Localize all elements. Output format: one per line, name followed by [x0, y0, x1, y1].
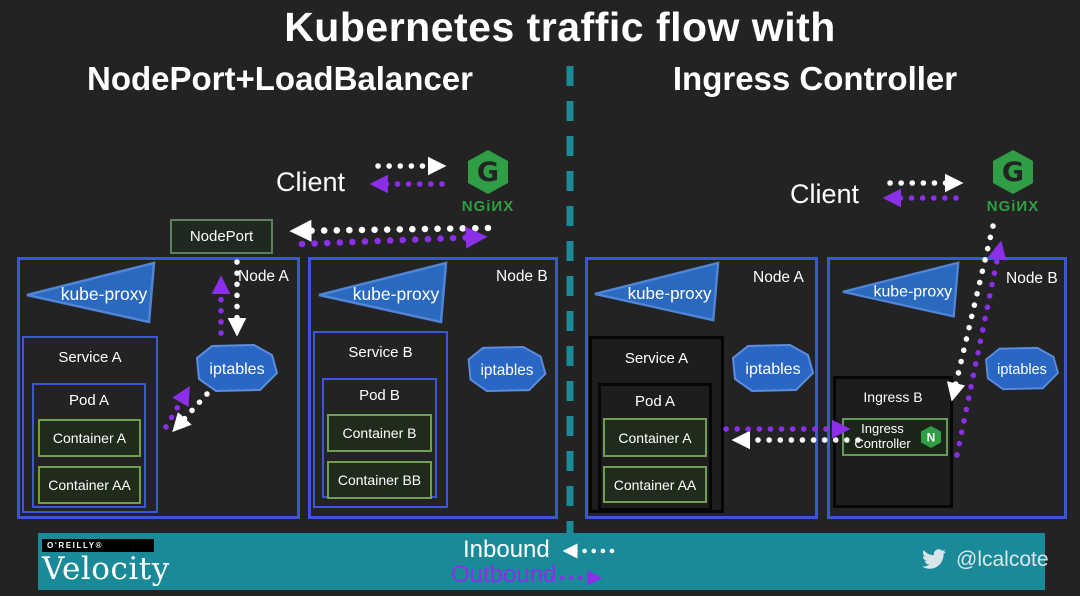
- nodeport-label: NodePort: [189, 228, 254, 245]
- service-label: Service A: [58, 349, 122, 366]
- twitter-bird-shape: [922, 549, 946, 569]
- right-node-a: [585, 257, 818, 519]
- ingress-controller-label: Ingress Controller: [854, 421, 911, 451]
- container-label: Container AA: [48, 477, 131, 493]
- nginx-logo-right: G NGiИX: [977, 149, 1049, 215]
- container-label: Container B: [342, 425, 417, 441]
- right-node-b: [827, 257, 1067, 519]
- pod-label: Pod A: [634, 393, 676, 410]
- iptables-label: iptables: [481, 362, 534, 379]
- left-node-b-label: Node B: [496, 268, 548, 285]
- left-service-b: Service B: [313, 331, 448, 508]
- octagon-shape: [467, 345, 547, 393]
- triangle-shape: [594, 261, 720, 322]
- inbound-legend-label: Inbound: [463, 536, 550, 563]
- hexagon-shape: [993, 150, 1033, 194]
- kube-proxy-triangle-icon: kube-proxy: [318, 261, 448, 324]
- outbound-arrow-nodeport-to-nginx: [298, 226, 488, 249]
- right-node-a-label: Node A: [753, 269, 804, 286]
- kube-proxy-triangle-icon: kube-proxy: [842, 261, 960, 318]
- nginx-n-icon: N: [920, 426, 941, 448]
- right-heading: Ingress Controller: [672, 60, 958, 97]
- client-label-left: Client: [276, 167, 346, 197]
- left-pod-a: Pod A: [32, 383, 146, 508]
- twitter-handle: @lcalcote: [956, 548, 1049, 571]
- iptables-octagon-icon: iptables: [467, 345, 547, 393]
- nginx-n-monogram: N: [926, 431, 935, 445]
- iptables-octagon-icon: iptables: [731, 343, 815, 393]
- iptables-octagon-icon: iptables: [985, 346, 1060, 391]
- footer-bar: O'REILLY® Velocity Inbound Outbound @lca…: [38, 533, 1049, 590]
- hexagon-shape: [468, 150, 508, 194]
- container-bb: Container BB: [327, 461, 432, 499]
- nginx-logo-left: G NGiИX: [452, 149, 524, 215]
- left-node-a: [17, 257, 300, 519]
- left-service-a: Service A: [22, 336, 158, 513]
- service-label: Service B: [348, 344, 413, 361]
- container-a: Container A: [38, 419, 141, 457]
- right-container-a: Container A: [603, 418, 707, 457]
- nginx-monogram: G: [1002, 157, 1024, 188]
- iptables-label: iptables: [997, 362, 1047, 378]
- hexagon-shape: [920, 426, 941, 448]
- kube-proxy-label: kube-proxy: [61, 284, 148, 304]
- service-label: Service A: [624, 350, 689, 367]
- ingress-controller-box: Ingress Controller N: [842, 418, 948, 456]
- outbound-legend-label: Outbound: [451, 561, 557, 588]
- nodeport-box: NodePort: [170, 219, 273, 254]
- nginx-wordmark: NGiИX: [986, 198, 1040, 215]
- ingress-label: Ingress B: [863, 389, 923, 405]
- oreilly-velocity-logo: O'REILLY® Velocity: [42, 539, 170, 587]
- nginx-monogram: G: [477, 157, 499, 188]
- container-aa: Container AA: [38, 466, 141, 504]
- container-label: Container A: [52, 430, 127, 446]
- container-label: Container BB: [337, 472, 422, 488]
- kube-proxy-triangle-icon: kube-proxy: [26, 261, 156, 324]
- pod-label: Pod A: [68, 392, 110, 409]
- kube-proxy-label: kube-proxy: [628, 284, 712, 303]
- container-label: Container A: [618, 429, 692, 446]
- kube-proxy-label: kube-proxy: [874, 283, 953, 300]
- left-node-b: [308, 257, 558, 519]
- right-container-aa: Container AA: [603, 466, 707, 503]
- triangle-shape: [318, 261, 448, 324]
- octagon-shape: [195, 343, 279, 393]
- client-label-right: Client: [790, 179, 860, 209]
- kube-proxy-triangle-icon: kube-proxy: [594, 261, 720, 322]
- page-title: Kubernetes traffic flow with: [284, 4, 836, 50]
- twitter-icon: [922, 549, 946, 569]
- nginx-hexagon-icon: G: [993, 150, 1033, 194]
- left-node-a-label: Node A: [238, 268, 289, 285]
- pod-label: Pod B: [359, 387, 400, 404]
- iptables-label: iptables: [745, 361, 800, 378]
- iptables-label: iptables: [209, 361, 264, 378]
- container-b: Container B: [327, 414, 432, 452]
- left-heading: NodePort+LoadBalancer: [86, 60, 473, 97]
- inbound-arrow-nginx-to-nodeport: [289, 219, 492, 242]
- right-node-b-label: Node B: [1006, 270, 1058, 287]
- nginx-wordmark: NGiИX: [461, 198, 515, 215]
- kube-proxy-label: kube-proxy: [353, 284, 440, 304]
- triangle-shape: [26, 261, 156, 324]
- velocity-label: Velocity: [42, 551, 170, 587]
- nginx-hexagon-icon: G: [468, 150, 508, 194]
- octagon-shape: [731, 343, 815, 393]
- iptables-octagon-icon: iptables: [195, 343, 279, 393]
- container-label: Container AA: [613, 476, 697, 493]
- oreilly-label: O'REILLY®: [42, 539, 154, 552]
